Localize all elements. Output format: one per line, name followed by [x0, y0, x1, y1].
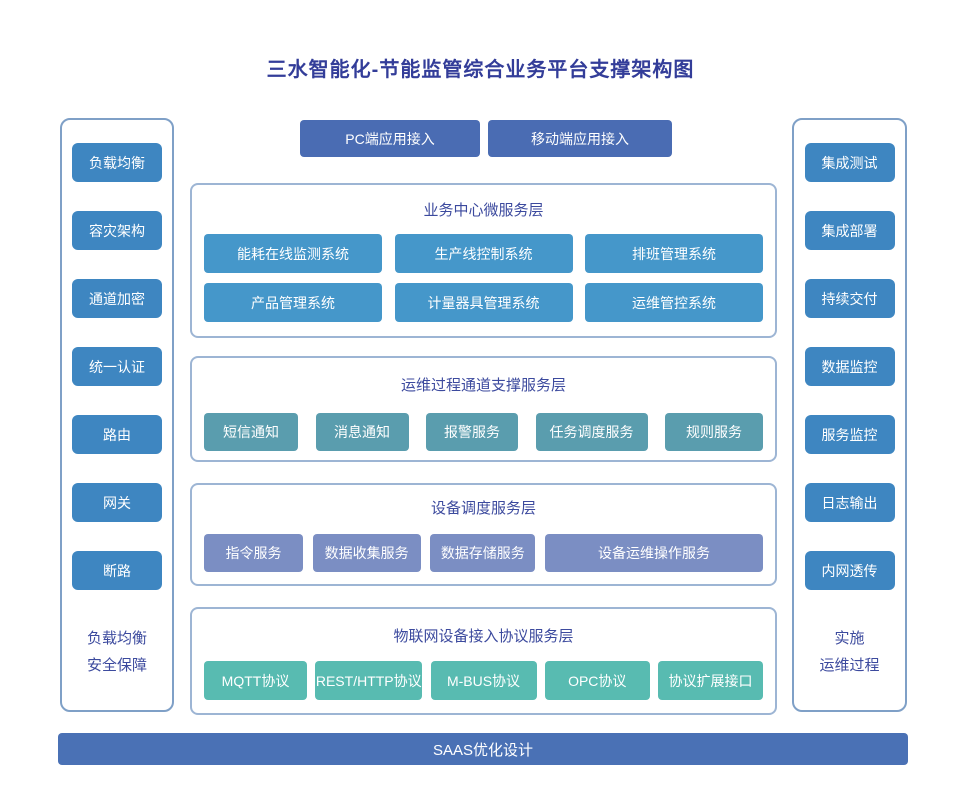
box-rest-http-protocol: REST/HTTP协议 [315, 661, 423, 700]
right-panel-item-data-monitor: 数据监控 [804, 347, 895, 386]
layer-title: 运维过程通道支撑服务层 [400, 377, 566, 394]
right-panel-caption: 实施 运维过程 [794, 625, 905, 679]
box-opc-protocol: OPC协议 [544, 661, 650, 700]
box-energy-monitoring: 能耗在线监测系统 [204, 234, 382, 273]
left-panel-item-circuit-break: 断路 [72, 551, 162, 590]
diagram-title: 三水智能化-节能监管综合业务平台支撑架构图 [266, 59, 695, 81]
right-panel-item-service-monitor: 服务监控 [804, 415, 895, 454]
box-alarm-service: 报警服务 [426, 413, 518, 451]
layer-title: 设备调度服务层 [430, 500, 536, 517]
left-panel-item-gateway: 网关 [72, 483, 162, 522]
box-metering-instrument-management: 计量器具管理系统 [394, 283, 573, 322]
right-panel-item-continuous-delivery: 持续交付 [804, 279, 895, 318]
left-caption-line-1: 负载均衡 [86, 630, 147, 647]
right-panel-item-integration-test: 集成测试 [804, 143, 895, 182]
left-panel-caption: 负载均衡 安全保障 [62, 625, 172, 679]
layer-iot-protocol: 物联网设备接入协议服务层 MQTT协议 REST/HTTP协议 M-BUS协议 … [190, 607, 777, 715]
box-device-ops-operation-service: 设备运维操作服务 [544, 534, 763, 572]
left-caption-line-2: 安全保障 [86, 657, 147, 674]
mobile-access-box: 移动端应用接入 [488, 120, 672, 157]
right-panel-item-intranet-passthrough: 内网透传 [804, 551, 895, 590]
box-mbus-protocol: M-BUS协议 [430, 661, 537, 700]
left-panel-item-channel-encryption: 通道加密 [72, 279, 162, 318]
layer-title: 物联网设备接入协议服务层 [393, 628, 574, 645]
right-panel-item-log-output: 日志输出 [804, 483, 895, 522]
right-panel: 集成测试 集成部署 持续交付 数据监控 服务监控 日志输出 内网透传 实施 运维… [792, 118, 907, 712]
box-message-notice: 消息通知 [315, 413, 409, 451]
left-panel: 负载均衡 容灾架构 通道加密 统一认证 路由 网关 断路 负载均衡 安全保障 [60, 118, 174, 712]
box-product-management: 产品管理系统 [204, 283, 382, 322]
box-ops-control: 运维管控系统 [585, 283, 763, 322]
left-panel-item-unified-auth: 统一认证 [72, 347, 162, 386]
layer-business-microservices: 业务中心微服务层 能耗在线监测系统 生产线控制系统 排班管理系统 产品管理系统 … [190, 183, 777, 338]
left-panel-item-disaster-recovery: 容灾架构 [72, 211, 162, 250]
layer-ops-channel-support: 运维过程通道支撑服务层 短信通知 消息通知 报警服务 任务调度服务 规则服务 [190, 356, 777, 462]
right-panel-item-integration-deploy: 集成部署 [804, 211, 895, 250]
box-production-line-control: 生产线控制系统 [394, 234, 573, 273]
pc-access-box: PC端应用接入 [300, 120, 480, 157]
layer-title: 业务中心微服务层 [423, 202, 544, 219]
layer-device-dispatch: 设备调度服务层 指令服务 数据收集服务 数据存储服务 设备运维操作服务 [190, 483, 777, 586]
right-caption-line-2: 运维过程 [819, 657, 880, 674]
box-shift-management: 排班管理系统 [585, 234, 763, 273]
layer-box-row: 产品管理系统 计量器具管理系统 运维管控系统 [204, 283, 763, 322]
box-mqtt-protocol: MQTT协议 [204, 661, 307, 700]
box-task-scheduling-service: 任务调度服务 [535, 413, 648, 451]
box-data-storage-service: 数据存储服务 [430, 534, 536, 572]
saas-optimization-bar: SAAS优化设计 [58, 733, 908, 765]
app-access-row: PC端应用接入 移动端应用接入 [300, 120, 672, 157]
left-panel-item-load-balance: 负载均衡 [72, 143, 162, 182]
layer-box-row: 指令服务 数据收集服务 数据存储服务 设备运维操作服务 [204, 534, 763, 572]
box-rule-service: 规则服务 [665, 413, 763, 451]
box-protocol-extension-interface: 协议扩展接口 [658, 661, 763, 700]
box-command-service: 指令服务 [204, 534, 303, 572]
layer-box-row: 短信通知 消息通知 报警服务 任务调度服务 规则服务 [204, 413, 763, 451]
box-data-collection-service: 数据收集服务 [312, 534, 421, 572]
right-caption-line-1: 实施 [834, 630, 865, 647]
layer-box-row: MQTT协议 REST/HTTP协议 M-BUS协议 OPC协议 协议扩展接口 [204, 661, 763, 700]
layer-box-row: 能耗在线监测系统 生产线控制系统 排班管理系统 [204, 234, 763, 273]
left-panel-item-routing: 路由 [72, 415, 162, 454]
box-sms-notice: 短信通知 [204, 413, 298, 451]
